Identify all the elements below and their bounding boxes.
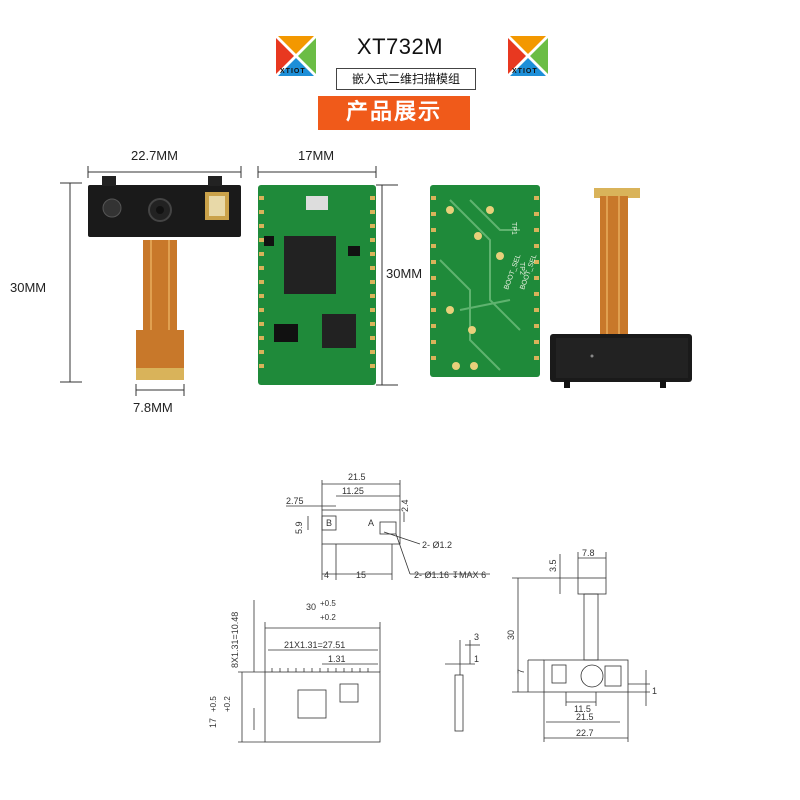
- logo-right: [506, 34, 550, 78]
- tol-17-lo: +0.2: [223, 696, 232, 712]
- dim-15: 15: [356, 570, 366, 580]
- mod-dim-21-5: 21.5: [576, 712, 594, 722]
- mod-dim-1: 1: [652, 686, 657, 696]
- module-with-flex: [550, 188, 692, 388]
- mod-dim-7-8: 7.8: [582, 548, 595, 558]
- scan-engine-module: [88, 176, 241, 380]
- product-display-banner: 产品展示: [318, 96, 470, 130]
- logo-right-text: XTIOT: [512, 68, 538, 75]
- tol-30-hi: +0.5: [320, 599, 336, 608]
- hole-note-2: 2- Ø1.16 ↧MAX 6: [414, 570, 486, 580]
- logo-left: [274, 34, 318, 78]
- hole-note-1: 2- Ø1.2: [422, 540, 452, 550]
- side-dim-3: 3: [474, 632, 479, 642]
- mark-a: A: [368, 518, 374, 528]
- xtiot-logo-icon: [508, 36, 548, 76]
- width-label-mid: 17MM: [298, 148, 335, 163]
- tol-17-hi: +0.5: [209, 696, 218, 712]
- mid-dimension-lines: [257, 166, 398, 386]
- bottom-width-label: 7.8MM: [133, 400, 173, 415]
- pcb-front: [258, 185, 376, 385]
- tp1-label: TP1: [510, 222, 517, 235]
- mod-dim-7: 7: [516, 669, 526, 674]
- mod-dim-30: 30: [506, 630, 516, 640]
- width-label-left: 22.7MM: [131, 148, 178, 163]
- pcb-back: TP1 TP2 BOOT_SEL BOOT_SEL: [430, 185, 540, 377]
- xtiot-logo-icon: [276, 36, 316, 76]
- dim-17: 17: [208, 718, 218, 728]
- model-title: XT732M: [356, 34, 444, 59]
- side-pitch: 8X1.31=10.48: [230, 612, 240, 668]
- mod-dim-11-5: 11.5: [574, 704, 591, 714]
- height-label-mid: 30MM: [386, 266, 423, 281]
- mod-dim-3-5: 3.5: [548, 559, 558, 572]
- logo-left-text: XTIOT: [280, 68, 306, 75]
- dim-5-9: 5.9: [294, 521, 304, 534]
- dim-2-75: 2.75: [286, 496, 304, 506]
- height-label-left: 30MM: [10, 280, 47, 295]
- tol-30-lo: +0.2: [320, 613, 336, 622]
- left-dimension-lines: [60, 166, 242, 396]
- product-subtitle: 嵌入式二维扫描模组: [336, 68, 476, 90]
- mod-dim-22-7: 22.7: [576, 728, 594, 738]
- pitch-1-31: 1.31: [328, 654, 346, 664]
- dim-21-5: 21.5: [348, 472, 366, 482]
- side-dim-1: 1: [474, 654, 479, 664]
- tp2-label: TP2: [518, 262, 525, 275]
- dim-2-4: 2.4: [400, 499, 410, 512]
- dim-4: 4: [324, 570, 329, 580]
- dim-11-25: 11.25: [342, 486, 364, 496]
- mark-b: B: [326, 518, 332, 528]
- pitch-long: 21X1.31=27.51: [284, 640, 345, 650]
- dim-30: 30: [306, 602, 316, 612]
